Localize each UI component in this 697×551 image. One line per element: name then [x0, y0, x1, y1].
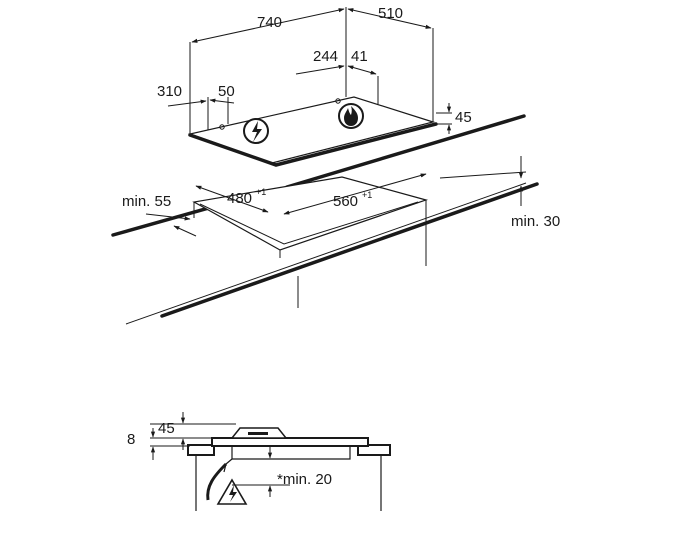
- worktop-front-edge: [160, 182, 539, 318]
- hob-front-edge: [188, 122, 438, 167]
- offset-41-line: [347, 65, 377, 75]
- offset-310-line: [167, 99, 207, 107]
- cutout: [192, 176, 429, 251]
- depth-dim-line: [347, 8, 432, 29]
- offset-50-label: 50: [218, 83, 235, 100]
- gas-burner-icon: [338, 103, 364, 129]
- side-view: 45 8 *min. 20: [127, 412, 391, 511]
- cutout-width-tol: +1: [362, 190, 372, 200]
- min-30-label: min. 30: [511, 213, 560, 230]
- electric-plate-icon: [243, 118, 269, 144]
- depth-label: 510: [378, 5, 403, 22]
- knob-left-icon: [219, 124, 225, 130]
- cutout-depth-label: 480: [227, 190, 252, 207]
- cutout-width-dim-line: [283, 173, 427, 215]
- side-worktop-right: [357, 444, 391, 456]
- electric-warning-icon: [216, 478, 248, 505]
- offset-50-line: [209, 98, 235, 104]
- side-gas-pipe: [206, 462, 228, 501]
- cutout-depth-dim-line: [195, 185, 269, 213]
- offset-310-label: 310: [157, 83, 182, 100]
- worktop: 480 +1 560 +1 min. 55 min. 30: [111, 114, 560, 325]
- side-hob-body: [231, 446, 351, 460]
- offset-41-label: 41: [351, 48, 368, 65]
- width-dim-line: [191, 8, 345, 43]
- min-55-arrow-a: [145, 213, 191, 221]
- offset-244-label: 244: [313, 48, 338, 65]
- width-label: 740: [257, 14, 282, 31]
- min-55-arrow-b: [173, 225, 197, 237]
- cutout-width-label: 560: [333, 193, 358, 210]
- side-8-label: 8: [127, 431, 135, 448]
- side-worktop-left: [187, 444, 215, 456]
- offset-244-line: [295, 64, 345, 75]
- side-45-label: 45: [158, 420, 175, 437]
- knob-right-icon: [335, 98, 341, 104]
- min-55-label: min. 55: [122, 193, 171, 210]
- side-hob-top: [211, 437, 369, 447]
- cutout-depth-tol: +1: [256, 187, 266, 197]
- height-45-label: 45: [455, 109, 472, 126]
- side-min20-label: *min. 20: [277, 471, 332, 488]
- hob-top-view: 740 510 244 41 310 50 45: [157, 5, 472, 167]
